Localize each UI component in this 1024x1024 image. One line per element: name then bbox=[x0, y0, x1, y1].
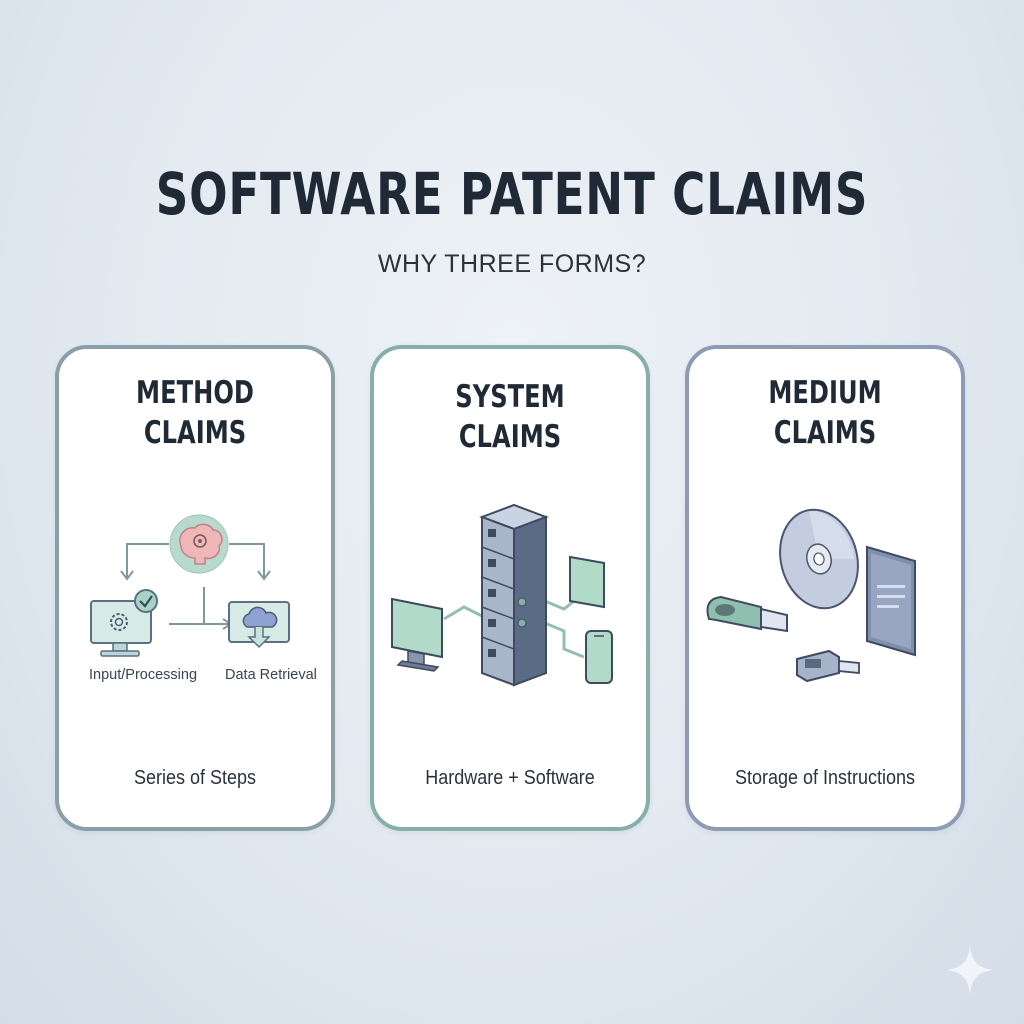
smartphone-icon bbox=[585, 630, 613, 684]
medium-claims-card: MEDIUM CLAIMS bbox=[685, 345, 965, 831]
monitor-gear-check-icon bbox=[90, 589, 158, 657]
usb-stick-icon bbox=[796, 649, 860, 683]
card-title: MEDIUM CLAIMS bbox=[768, 375, 882, 451]
card-caption: Storage of Instructions bbox=[734, 767, 916, 789]
tablet-icon bbox=[569, 555, 605, 609]
page-subtitle: WHY THREE FORMS? bbox=[377, 250, 647, 278]
ssd-drive-icon bbox=[866, 545, 916, 657]
data-retrieval-label: Data Retrieval bbox=[225, 667, 317, 683]
method-flow-diagram bbox=[90, 514, 290, 657]
system-hardware-diagram bbox=[391, 503, 613, 687]
optical-disc-icon bbox=[779, 508, 859, 610]
method-claims-card: METHOD CLAIMS bbox=[55, 345, 335, 831]
input-processing-label: Input/Processing bbox=[89, 667, 198, 683]
server-rack-icon bbox=[479, 503, 549, 687]
monitor-cloud-download-icon bbox=[228, 601, 290, 649]
card-caption: Hardware + Software bbox=[425, 767, 595, 789]
storage-media-diagram bbox=[706, 508, 916, 683]
system-claims-card: SYSTEM CLAIMS bbox=[370, 345, 650, 831]
card-caption: Series of Steps bbox=[133, 767, 257, 789]
card-title: SYSTEM CLAIMS bbox=[455, 379, 565, 455]
usb-drive-icon bbox=[706, 595, 788, 633]
brain-gear-icon bbox=[169, 514, 229, 574]
sparkle-icon bbox=[946, 946, 994, 994]
card-title: METHOD CLAIMS bbox=[136, 375, 254, 451]
page-title: SOFTWARE PATENT CLAIMS bbox=[155, 160, 869, 228]
desktop-monitor-icon bbox=[391, 597, 443, 672]
